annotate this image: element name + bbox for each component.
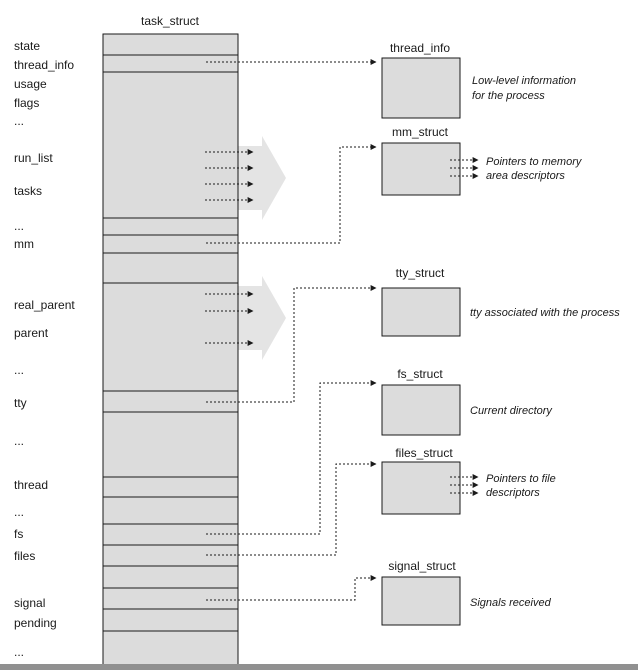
field-label-ellipsis: ... [14, 434, 24, 448]
field-label-tasks: tasks [14, 184, 42, 198]
struct-desc-files-struct: descriptors [486, 487, 540, 499]
struct-box-fs-struct [381, 384, 461, 436]
struct-title-fs-struct: fs_struct [397, 367, 443, 381]
struct-title-thread-info: thread_info [390, 41, 450, 55]
struct-desc-fs-struct: Current directory [470, 405, 553, 417]
struct-desc-thread-info: for the process [472, 90, 545, 102]
field-label-thread-info: thread_info [14, 58, 74, 72]
struct-box-files-struct [381, 461, 461, 515]
struct-desc-thread-info: Low-level information [472, 75, 576, 87]
task-struct-title: task_struct [141, 14, 200, 28]
field-label-ellipsis: ... [14, 505, 24, 519]
field-label-run-list: run_list [14, 151, 53, 165]
struct-title-files-struct: files_struct [395, 446, 453, 460]
struct-desc-tty-struct: tty associated with the process [470, 307, 620, 319]
task-struct-box [102, 33, 239, 667]
field-label-pending: pending [14, 616, 57, 630]
field-label-state: state [14, 39, 40, 53]
struct-title-mm-struct: mm_struct [392, 125, 449, 139]
field-label-mm: mm [14, 237, 34, 251]
struct-desc-mm-struct: area descriptors [486, 170, 565, 182]
connector-mm [206, 144, 377, 244]
field-label-real-parent: real_parent [14, 298, 75, 312]
connector-files [206, 461, 377, 556]
field-label-fs: fs [14, 527, 23, 541]
struct-desc-files-struct: Pointers to file [486, 473, 556, 485]
field-label-signal: signal [14, 596, 45, 610]
bottom-edge-bar [0, 664, 638, 670]
field-label-ellipsis: ... [14, 645, 24, 659]
struct-desc-mm-struct: Pointers to memory [486, 156, 583, 168]
connector-tty [206, 285, 377, 403]
struct-title-signal-struct: signal_struct [388, 559, 456, 573]
struct-desc-signal-struct: Signals received [470, 597, 552, 609]
struct-box-thread-info [381, 57, 461, 119]
struct-box-mm-struct [381, 142, 461, 196]
field-label-ellipsis: ... [14, 219, 24, 233]
field-label-flags: flags [14, 96, 39, 110]
field-label-usage: usage [14, 77, 47, 91]
field-label-tty: tty [14, 396, 27, 410]
connector-signal [206, 575, 377, 601]
struct-title-tty-struct: tty_struct [396, 266, 445, 280]
struct-box-tty-struct [381, 287, 461, 337]
field-label-ellipsis: ... [14, 363, 24, 377]
connector-fs [206, 380, 377, 535]
field-label-thread: thread [14, 478, 48, 492]
field-label-files: files [14, 549, 35, 563]
field-label-ellipsis: ... [14, 114, 24, 128]
struct-box-signal-struct [381, 576, 461, 626]
field-label-parent: parent [14, 326, 49, 340]
